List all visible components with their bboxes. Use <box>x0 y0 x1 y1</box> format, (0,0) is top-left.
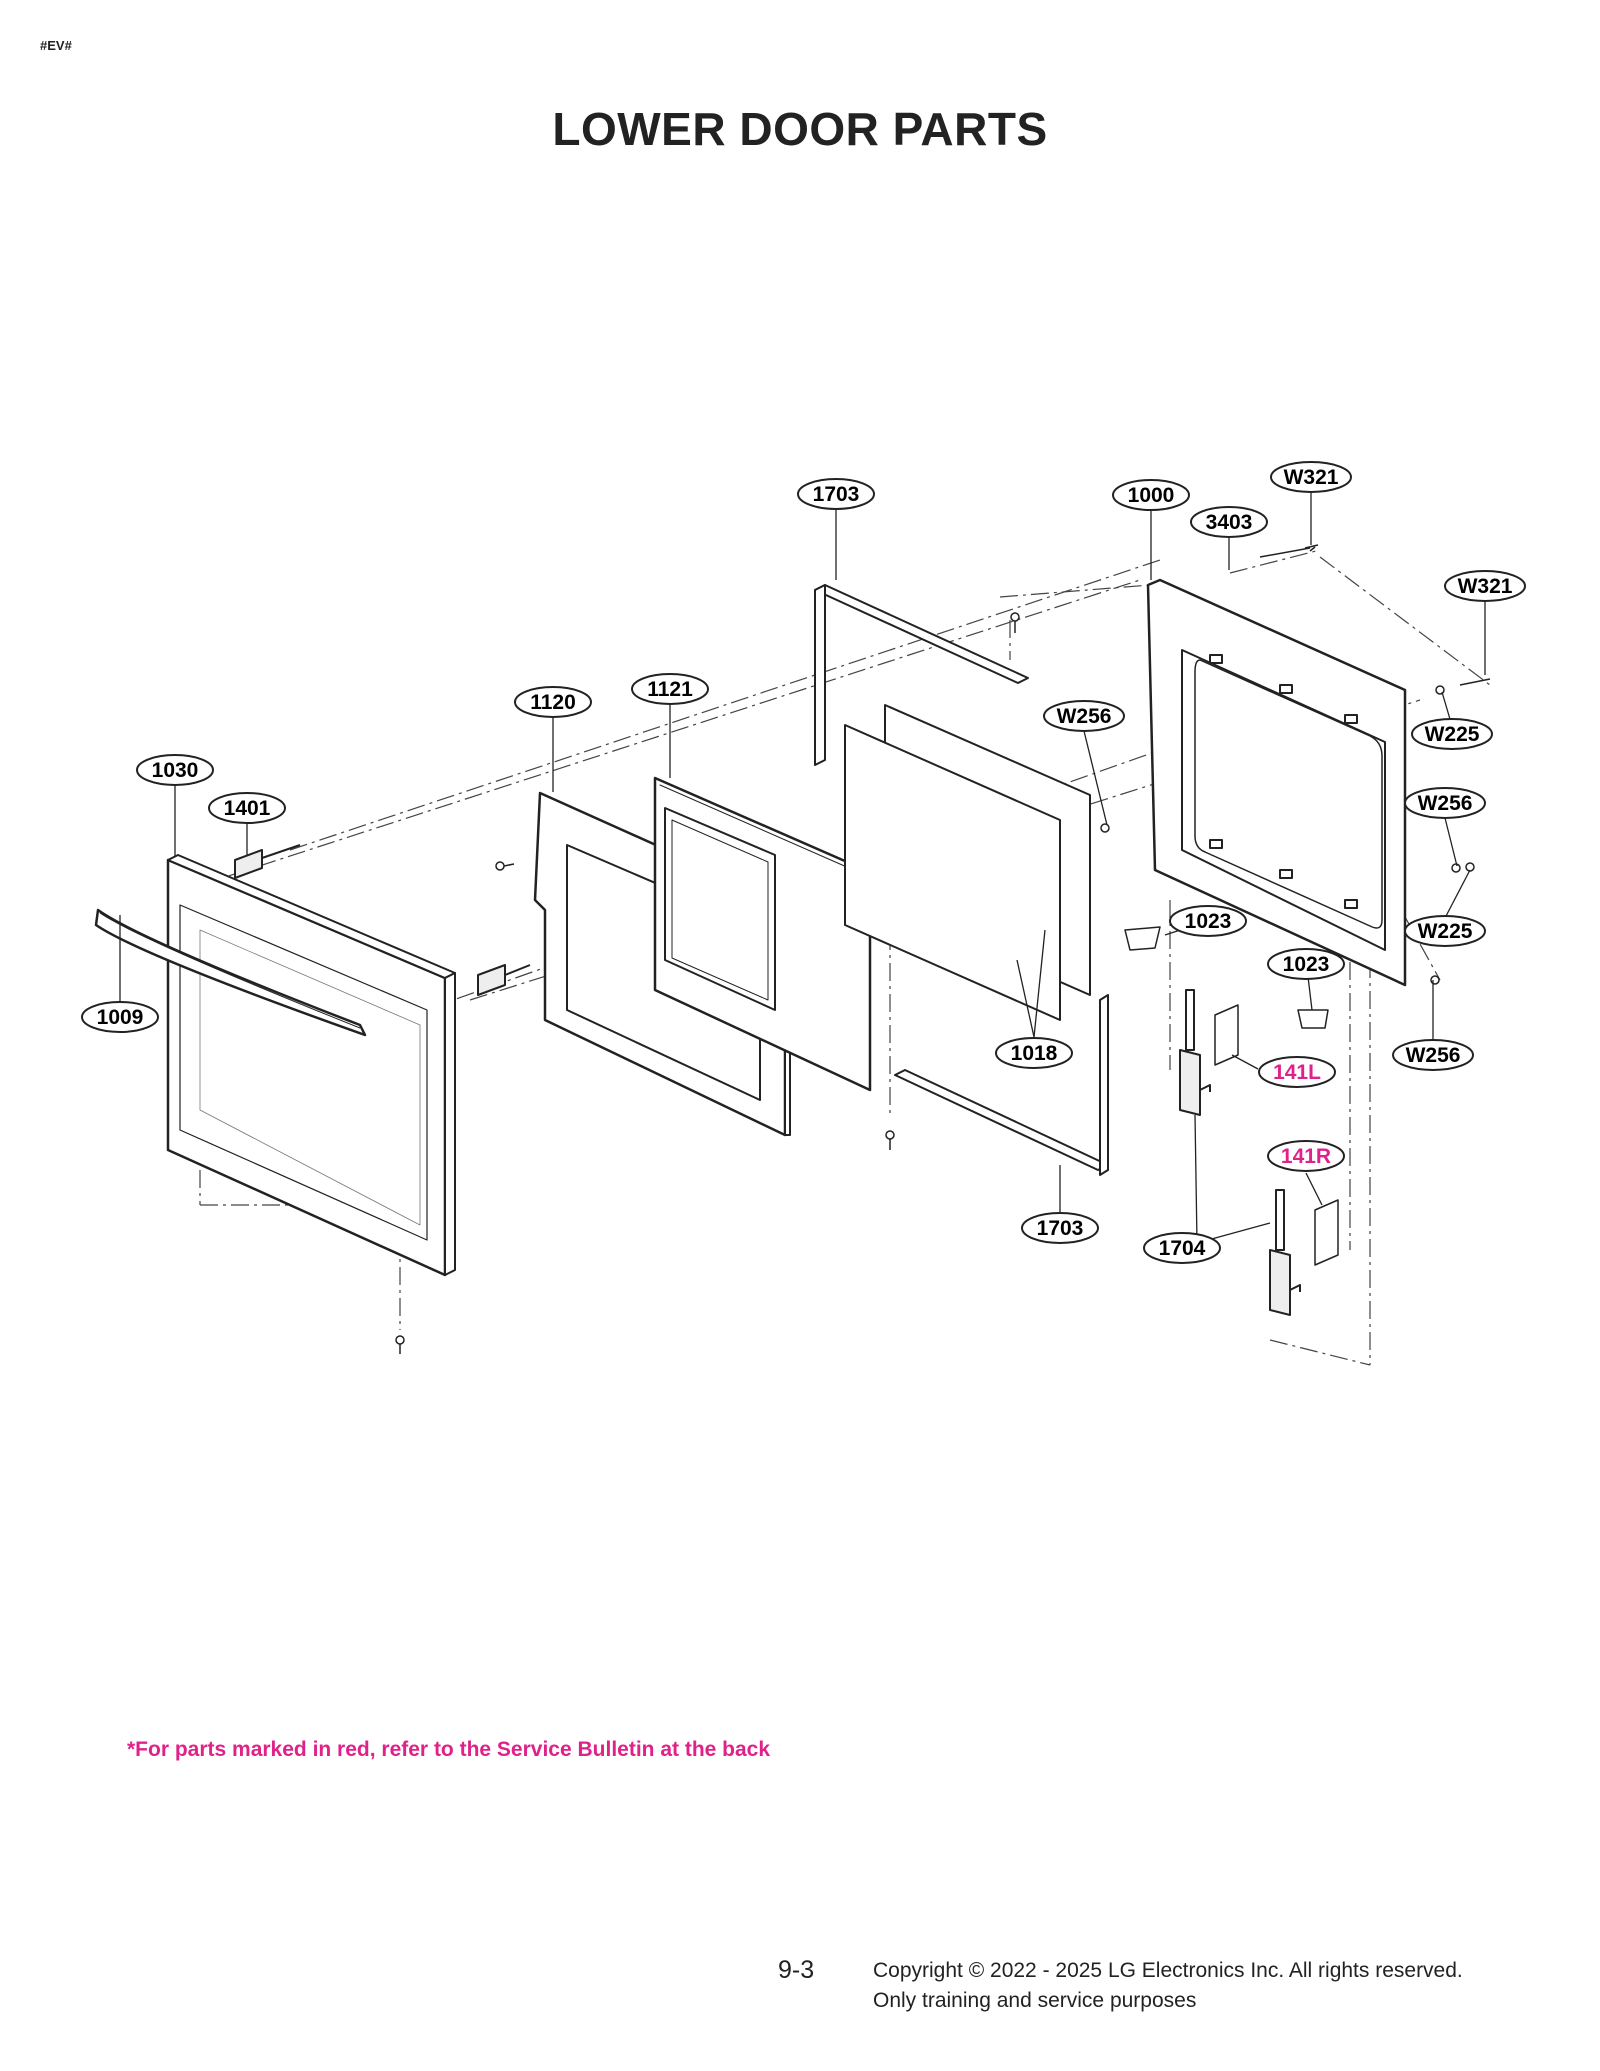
callout-141l: 141L <box>1258 1056 1336 1088</box>
callout-1030-text: 1030 <box>152 759 199 782</box>
callout-1401: 1401 <box>208 792 286 824</box>
callout-w321-right: W321 <box>1444 570 1526 602</box>
callout-1703-upper: 1703 <box>797 478 875 510</box>
hinge-bracket-left <box>234 844 301 879</box>
callout-w321-top-text: W321 <box>1284 466 1339 489</box>
callout-1009-text: 1009 <box>97 1006 144 1029</box>
callout-141l-text: 141L <box>1273 1061 1321 1084</box>
callout-w321-right-text: W321 <box>1458 575 1513 598</box>
callout-w321-top: W321 <box>1270 461 1352 493</box>
callout-3403-text: 3403 <box>1206 511 1253 534</box>
callout-1120: 1120 <box>514 686 592 718</box>
service-bulletin-note: *For parts marked in red, refer to the S… <box>127 1738 771 1761</box>
clip-1023-a <box>1124 926 1161 951</box>
callout-1704: 1704 <box>1143 1232 1221 1264</box>
callout-1000: 1000 <box>1112 479 1190 511</box>
seal-lower <box>894 994 1109 1176</box>
callout-1023-lower-text: 1023 <box>1283 953 1330 976</box>
bracket-141r <box>1314 1199 1339 1266</box>
callout-1009: 1009 <box>81 1001 159 1033</box>
callout-w225-top-text: W225 <box>1425 723 1480 746</box>
callout-1401-text: 1401 <box>224 797 271 820</box>
bracket-141l <box>1214 1004 1239 1066</box>
callout-1023-upper: 1023 <box>1169 905 1247 937</box>
callout-1018: 1018 <box>995 1037 1073 1069</box>
glass-pane-front <box>844 724 1061 1021</box>
callout-w256-glass-text: W256 <box>1057 705 1112 728</box>
seal-upper <box>814 584 1029 766</box>
hinge-left <box>1179 989 1211 1116</box>
callout-141r: 141R <box>1267 1140 1345 1172</box>
callout-1703-lower: 1703 <box>1021 1212 1099 1244</box>
callout-141r-text: 141R <box>1281 1145 1331 1168</box>
callout-1121: 1121 <box>631 673 709 705</box>
callout-1023-upper-text: 1023 <box>1185 910 1232 933</box>
copyright-line: Copyright © 2022 - 2025 LG Electronics I… <box>873 1959 1463 1982</box>
callout-1030: 1030 <box>136 754 214 786</box>
callout-1121-text: 1121 <box>647 678 693 701</box>
callout-3403: 3403 <box>1190 506 1268 538</box>
clip-1023-b <box>1297 1009 1329 1029</box>
document-code: #EV# <box>40 38 72 53</box>
callout-w256-mid-text: W256 <box>1418 792 1473 815</box>
usage-line: Only training and service purposes <box>873 1989 1197 2012</box>
callout-w256-bottom: W256 <box>1392 1039 1474 1071</box>
hinge-bracket-right <box>477 964 531 996</box>
leader-lines <box>119 492 1486 1244</box>
callout-1120-text: 1120 <box>530 691 576 714</box>
callout-w225-bottom: W225 <box>1404 915 1486 947</box>
glass-frame <box>653 776 872 1092</box>
callout-1018-text: 1018 <box>1011 1042 1058 1065</box>
copyright-block: Copyright © 2022 - 2025 LG Electronics I… <box>873 1956 1463 2016</box>
callout-1023-lower: 1023 <box>1267 948 1345 980</box>
page-number: 9-3 <box>778 1956 815 1984</box>
callout-w256-glass: W256 <box>1043 700 1125 732</box>
callout-1703-lower-text: 1703 <box>1037 1217 1084 1240</box>
inner-door-panel <box>1146 578 1407 987</box>
hinge-right <box>1269 1189 1301 1316</box>
page-title: LOWER DOOR PARTS <box>552 103 1048 155</box>
outer-door-panel <box>166 854 456 1277</box>
callout-w256-mid: W256 <box>1404 787 1486 819</box>
door-handle <box>94 908 367 1037</box>
callout-w225-bottom-text: W225 <box>1418 920 1473 943</box>
callout-w256-bottom-text: W256 <box>1406 1044 1461 1067</box>
callout-1703-upper-text: 1703 <box>813 483 860 506</box>
callout-1704-text: 1704 <box>1159 1237 1206 1260</box>
callout-1000-text: 1000 <box>1128 484 1175 507</box>
callout-w225-top: W225 <box>1411 718 1493 750</box>
